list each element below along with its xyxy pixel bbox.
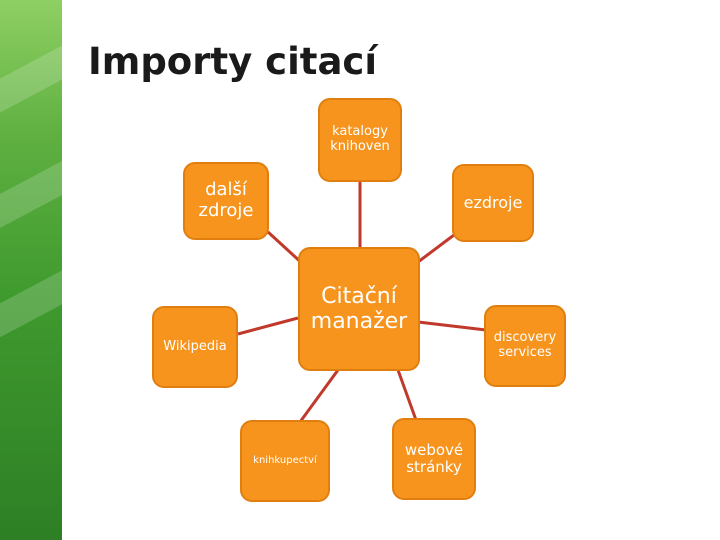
- node-discovery-services: discovery services: [484, 305, 566, 387]
- decorative-side-band: [0, 0, 62, 540]
- node-wikipedia: Wikipedia: [152, 306, 238, 388]
- connector-ezdroje: [417, 230, 459, 264]
- node-citacni-manazer: Citační manažer: [298, 247, 420, 371]
- connector-discovery: [417, 320, 487, 332]
- connector-wikipedia: [237, 316, 299, 336]
- connector-webove: [396, 369, 418, 421]
- node-dalsi-zdroje: další zdroje: [183, 162, 269, 240]
- slide-title: Importy citací: [88, 40, 378, 83]
- node-knihkupectvi: knihkupectví: [240, 420, 330, 502]
- node-ezdroje: ezdroje: [452, 164, 534, 242]
- connector-knihkupectvi: [298, 369, 340, 423]
- node-katalogy-knihoven: katalogy knihoven: [318, 98, 402, 182]
- node-webove-stranky: webové stránky: [392, 418, 476, 500]
